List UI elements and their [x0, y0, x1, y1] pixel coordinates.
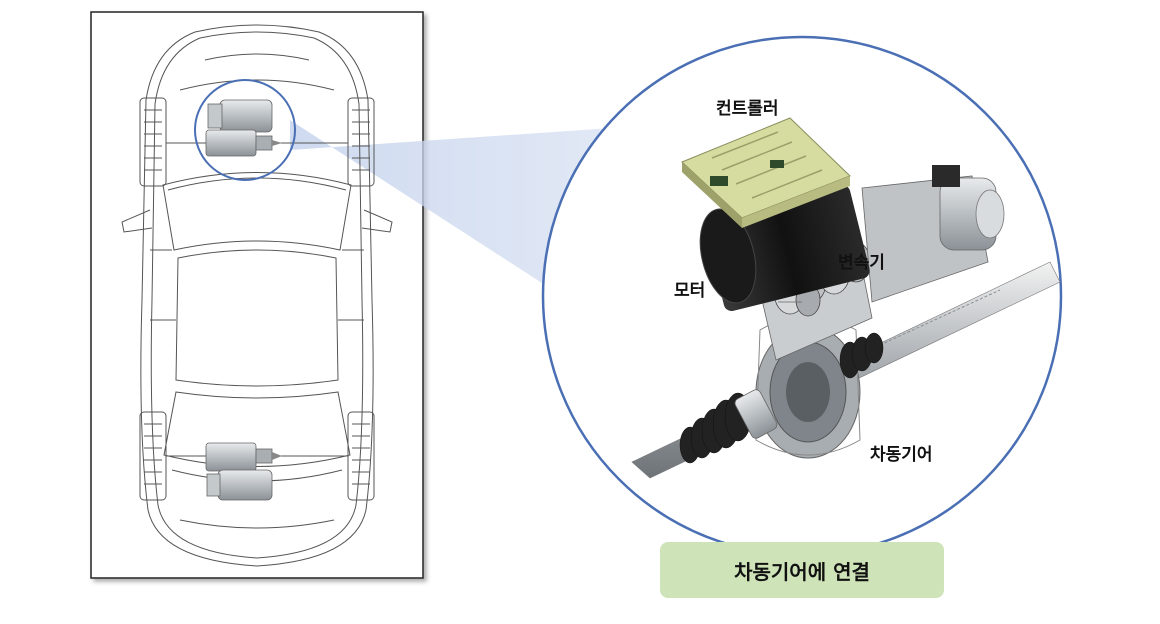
- highlight-circle-small: [194, 79, 296, 181]
- caption-box: 차동기어에 연결: [660, 542, 944, 598]
- mechanism-icon: [631, 117, 1061, 479]
- label-controller: 컨트롤러: [716, 99, 779, 119]
- projection-beam: [290, 120, 612, 285]
- front-actuator-icon: [205, 99, 282, 157]
- label-differential-gear: 차동기어: [870, 445, 933, 465]
- rear-actuator-icon: [205, 442, 282, 501]
- label-motor: 모터: [674, 281, 706, 301]
- caption-box-bg: [660, 542, 944, 598]
- caption-text: 차동기어에 연결: [734, 559, 870, 584]
- label-transmission: 변속기: [838, 253, 885, 273]
